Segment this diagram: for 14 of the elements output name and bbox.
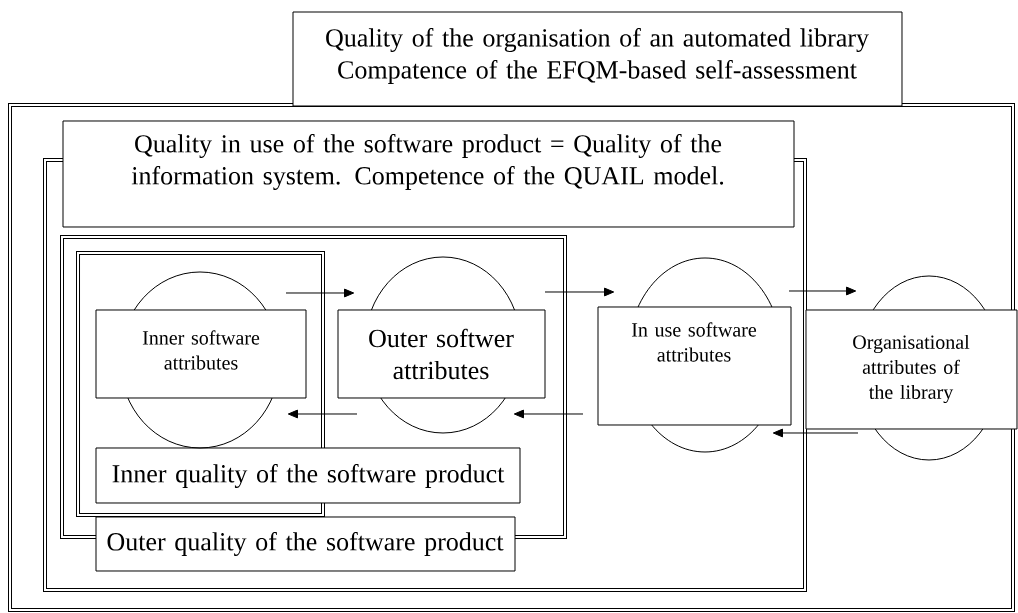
arrow — [544, 287, 615, 297]
arrow — [287, 409, 358, 419]
attribute-circle-box: In use software attributes — [597, 257, 792, 453]
attribute-circle-box: Outer softwer attributes — [337, 256, 546, 434]
heading-box: Quality in use of the software product = Quality of the information system. Competence of the QUAIL model. — [62, 120, 795, 228]
attribute-circle-box: Inner software attributes — [95, 271, 307, 449]
heading-box: Outer quality of the software product — [95, 516, 516, 572]
attribute-circle-box: Organisational attributes of the library — [805, 275, 1018, 461]
arrow — [285, 288, 355, 298]
arrow — [513, 409, 584, 419]
arrow — [772, 428, 859, 438]
arrow — [788, 286, 857, 296]
heading-box: Quality of the organisation of an automated library Compatence of the EFQM-based self-assessment — [292, 11, 903, 107]
heading-box: Inner quality of the software product — [95, 447, 521, 504]
